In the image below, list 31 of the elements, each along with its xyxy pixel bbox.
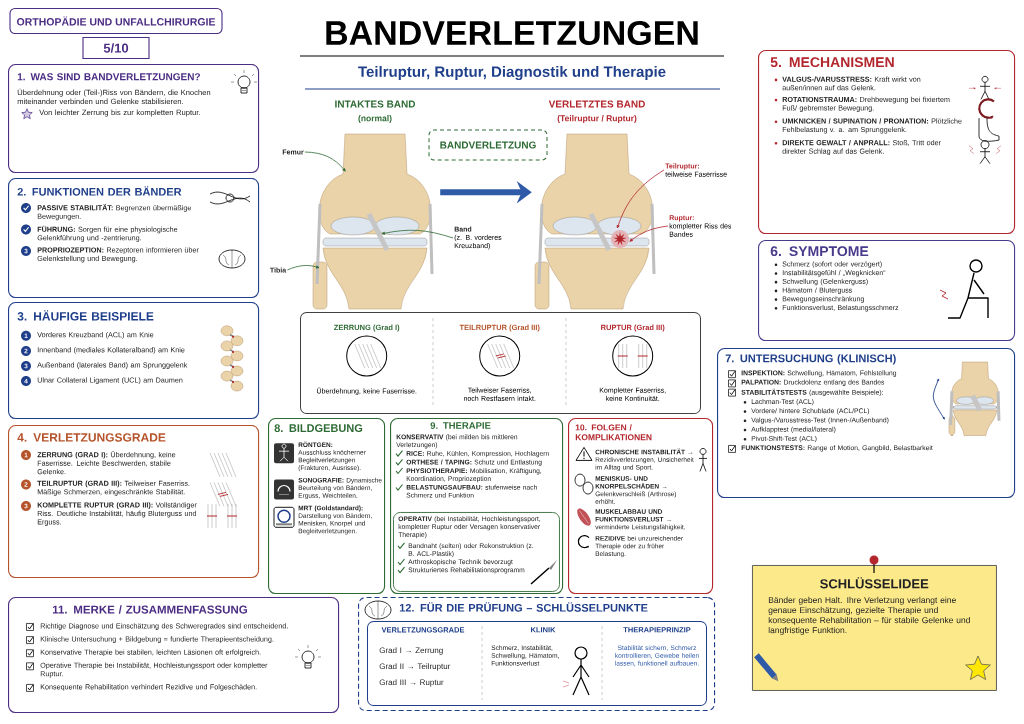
section-heading: 12. FÜR DIE PRÜFUNG – SCHLÜSSELPUNKTE bbox=[399, 602, 648, 612]
table-text: Grad I → Zerrung bbox=[379, 647, 443, 655]
panel-subheading: (normal) bbox=[358, 115, 392, 123]
header-box: ORTHOPÄDIE UND UNFALLCHIRURGIE bbox=[9, 7, 223, 35]
panel-subheading: (Teilruptur / Ruptur) bbox=[557, 115, 637, 123]
leader-arrow bbox=[616, 169, 665, 229]
section-heading: 8. BILDGEBUNG bbox=[274, 424, 363, 432]
paragraph: Bänder geben Halt. Ihre Verletzung verlangt eine genaue Einschätzung, gezielte Therapie und konsequente Rehabilitation – für stabile Gelenke und langfristige Funktion. bbox=[768, 596, 970, 635]
section-heading: 1. WAS SIND BANDVERLETZUNGEN? bbox=[17, 73, 200, 81]
panel-heading: VERLETZTES BAND bbox=[548, 100, 645, 108]
leader-arrow bbox=[629, 225, 669, 242]
table-text: Grad II → Teilruptur bbox=[379, 663, 451, 671]
section-heading: 2. FUNKTIONEN DER BÄNDER bbox=[17, 186, 182, 196]
dashed-label-box: BANDVERLETZUNG bbox=[428, 129, 548, 161]
section-heading: 5. MECHANISMEN bbox=[770, 57, 894, 68]
panel-heading: INTAKTES BAND bbox=[335, 100, 416, 108]
leader-arrow bbox=[381, 229, 454, 239]
section-heading: 7. UNTERSUCHUNG (KLINISCH) bbox=[725, 354, 896, 365]
section-heading: 10. FOLGEN / KOMPLIKATIONEN bbox=[575, 424, 652, 441]
table-text: Grad III → Ruptur bbox=[379, 679, 444, 687]
section-heading: 3. HÄUFIGE BEISPIELE bbox=[17, 310, 154, 321]
title: BANDVERLETZUNGEN bbox=[326, 20, 698, 46]
page-number-box: 5/10 bbox=[82, 36, 150, 60]
section-heading: 9. THERAPIE bbox=[430, 422, 491, 429]
leader-arrow bbox=[304, 151, 346, 172]
section-heading: SCHLÜSSELIDEE bbox=[820, 577, 929, 589]
section-heading: 4. VERLETZUNGSGRADE bbox=[17, 433, 166, 442]
section-heading: 6. SYMPTOME bbox=[770, 246, 869, 257]
leader-arrow bbox=[286, 265, 320, 271]
subtitle: Teilruptur, Ruptur, Diagnostik und Therapie bbox=[358, 66, 666, 81]
section-heading: 11. MERKE / ZUSAMMENFASSUNG bbox=[52, 605, 247, 614]
